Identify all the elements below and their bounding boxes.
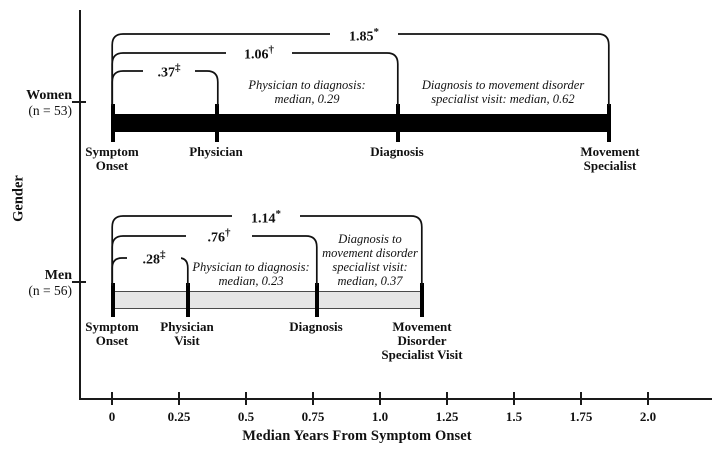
milestone-label-men-physician-line1: Physician <box>160 319 214 334</box>
milestone-label-women-specialist-line2: Specialist <box>583 158 637 173</box>
x-tick-0.5 <box>245 392 247 405</box>
annotation-women-dts-line2: specialist visit: median, 0.62 <box>431 92 575 106</box>
x-tick-label-1.5: 1.5 <box>505 409 523 424</box>
annotation-women-ptd-line2: median, 0.29 <box>274 92 340 106</box>
annotation-men-physician-to-diagnosis: Physician to diagnosis: median, 0.23 <box>188 260 314 288</box>
milestone-label-men-specialist-line3: Specialist Visit <box>381 347 463 362</box>
annotation-women-diagnosis-to-specialist: Diagnosis to movement disorder specialis… <box>398 78 608 106</box>
y-tick-men <box>72 281 86 283</box>
bracket-marker-men-outer: * <box>275 208 282 220</box>
milestone-tick-women-specialist <box>607 104 611 142</box>
annotation-men-dts-line4: median, 0.37 <box>337 274 403 288</box>
bracket-value-women-outer: 1.85 <box>349 29 374 45</box>
milestone-label-women-physician: Physician <box>176 145 256 159</box>
group-n-women: (n = 53) <box>28 103 72 118</box>
milestone-label-men-onset: Symptom Onset <box>72 320 152 348</box>
milestone-label-women-specialist: Movement Specialist <box>562 145 658 173</box>
bar-men <box>112 291 422 309</box>
group-name-men: Men <box>44 268 72 283</box>
x-tick-1.75 <box>580 392 582 405</box>
bracket-value-women-middle: 1.06 <box>244 47 269 63</box>
group-label-women: Women (n = 53) <box>0 88 72 119</box>
milestone-label-men-physician-line2: Visit <box>174 333 200 348</box>
milestone-tick-women-diagnosis <box>396 104 400 142</box>
x-tick-0.75 <box>312 392 314 405</box>
bracket-marker-men-inner: ‡ <box>160 249 166 261</box>
milestone-label-women-onset-line1: Symptom <box>85 144 139 159</box>
bracket-marker-women-outer: * <box>373 26 380 38</box>
y-tick-women <box>72 101 86 103</box>
bracket-label-men-middle: .76† <box>186 227 252 247</box>
milestone-tick-men-physician <box>186 283 190 317</box>
milestone-label-men-diagnosis-line1: Diagnosis <box>289 319 343 334</box>
bracket-label-women-inner: .37‡ <box>143 62 195 82</box>
annotation-women-physician-to-diagnosis: Physician to diagnosis: median, 0.29 <box>216 78 398 106</box>
milestone-label-men-onset-line1: Symptom <box>85 319 139 334</box>
milestone-label-men-specialist-line1: Movement <box>392 319 452 334</box>
milestone-label-women-specialist-line1: Movement <box>580 144 640 159</box>
milestone-tick-women-physician <box>215 104 219 142</box>
bracket-value-men-middle: .76 <box>207 230 226 246</box>
x-tick-1.0 <box>379 392 381 405</box>
milestone-tick-men-onset <box>111 283 115 317</box>
group-label-men: Men (n = 56) <box>0 268 72 299</box>
annotation-women-ptd-line1: Physician to diagnosis: <box>248 78 366 92</box>
x-tick-1.25 <box>446 392 448 405</box>
milestone-label-men-onset-line2: Onset <box>95 333 129 348</box>
annotation-men-dts-line2: movement disorder <box>322 246 418 260</box>
bar-women <box>112 114 608 132</box>
milestone-label-women-onset-line2: Onset <box>95 158 129 173</box>
group-n-men: (n = 56) <box>28 283 72 298</box>
x-tick-label-0: 0 <box>108 409 116 424</box>
bracket-marker-men-middle: † <box>225 227 231 239</box>
annotation-women-dts-line1: Diagnosis to movement disorder <box>421 78 585 92</box>
bracket-label-men-outer: 1.14* <box>232 208 300 228</box>
x-tick-label-1.75: 1.75 <box>569 409 593 424</box>
milestone-label-women-diagnosis-line1: Diagnosis <box>370 144 424 159</box>
annotation-men-ptd-line2: median, 0.23 <box>218 274 284 288</box>
annotation-men-dts-line3: specialist visit: <box>332 260 408 274</box>
milestone-tick-men-specialist <box>420 283 424 317</box>
milestone-tick-men-diagnosis <box>315 283 319 317</box>
x-tick-1.5 <box>513 392 515 405</box>
y-axis-title: Gender <box>10 175 27 222</box>
x-tick-0 <box>111 392 113 405</box>
x-tick-label-1.25: 1.25 <box>435 409 459 424</box>
bracket-label-women-outer: 1.85* <box>330 26 398 46</box>
x-tick-label-0.75: 0.75 <box>301 409 325 424</box>
bracket-label-men-inner: .28‡ <box>127 249 181 269</box>
milestone-label-men-specialist: Movement Disorder Specialist Visit <box>363 320 481 362</box>
milestone-label-women-physician-line1: Physician <box>189 144 243 159</box>
bracket-value-women-inner: .37 <box>157 65 176 81</box>
bracket-marker-women-inner: ‡ <box>175 62 181 74</box>
x-tick-label-1.0: 1.0 <box>371 409 389 424</box>
group-name-women: Women <box>26 88 72 103</box>
milestone-label-men-diagnosis: Diagnosis <box>276 320 356 334</box>
x-tick-label-0.5: 0.5 <box>237 409 255 424</box>
annotation-men-diagnosis-to-specialist: Diagnosis to movement disorder specialis… <box>318 232 422 288</box>
x-axis-line <box>79 398 712 400</box>
bracket-value-men-outer: 1.14 <box>251 211 276 227</box>
milestone-label-men-physician: Physician Visit <box>147 320 227 348</box>
milestone-label-women-onset: Symptom Onset <box>72 145 152 173</box>
x-axis-title: Median Years From Symptom Onset <box>242 428 472 444</box>
milestone-label-men-specialist-line2: Disorder <box>397 333 447 348</box>
x-tick-0.25 <box>178 392 180 405</box>
bracket-value-men-inner: .28 <box>142 252 161 268</box>
annotation-men-ptd-line1: Physician to diagnosis: <box>192 260 310 274</box>
x-tick-2.0 <box>647 392 649 405</box>
milestone-label-women-diagnosis: Diagnosis <box>357 145 437 159</box>
bracket-label-women-middle: 1.06† <box>226 44 292 64</box>
x-tick-label-0.25: 0.25 <box>167 409 191 424</box>
milestone-tick-women-onset <box>111 104 115 142</box>
y-axis-line <box>79 10 81 400</box>
x-tick-label-2.0: 2.0 <box>639 409 657 424</box>
bracket-marker-women-middle: † <box>268 44 275 56</box>
annotation-men-dts-line1: Diagnosis to <box>338 232 402 246</box>
